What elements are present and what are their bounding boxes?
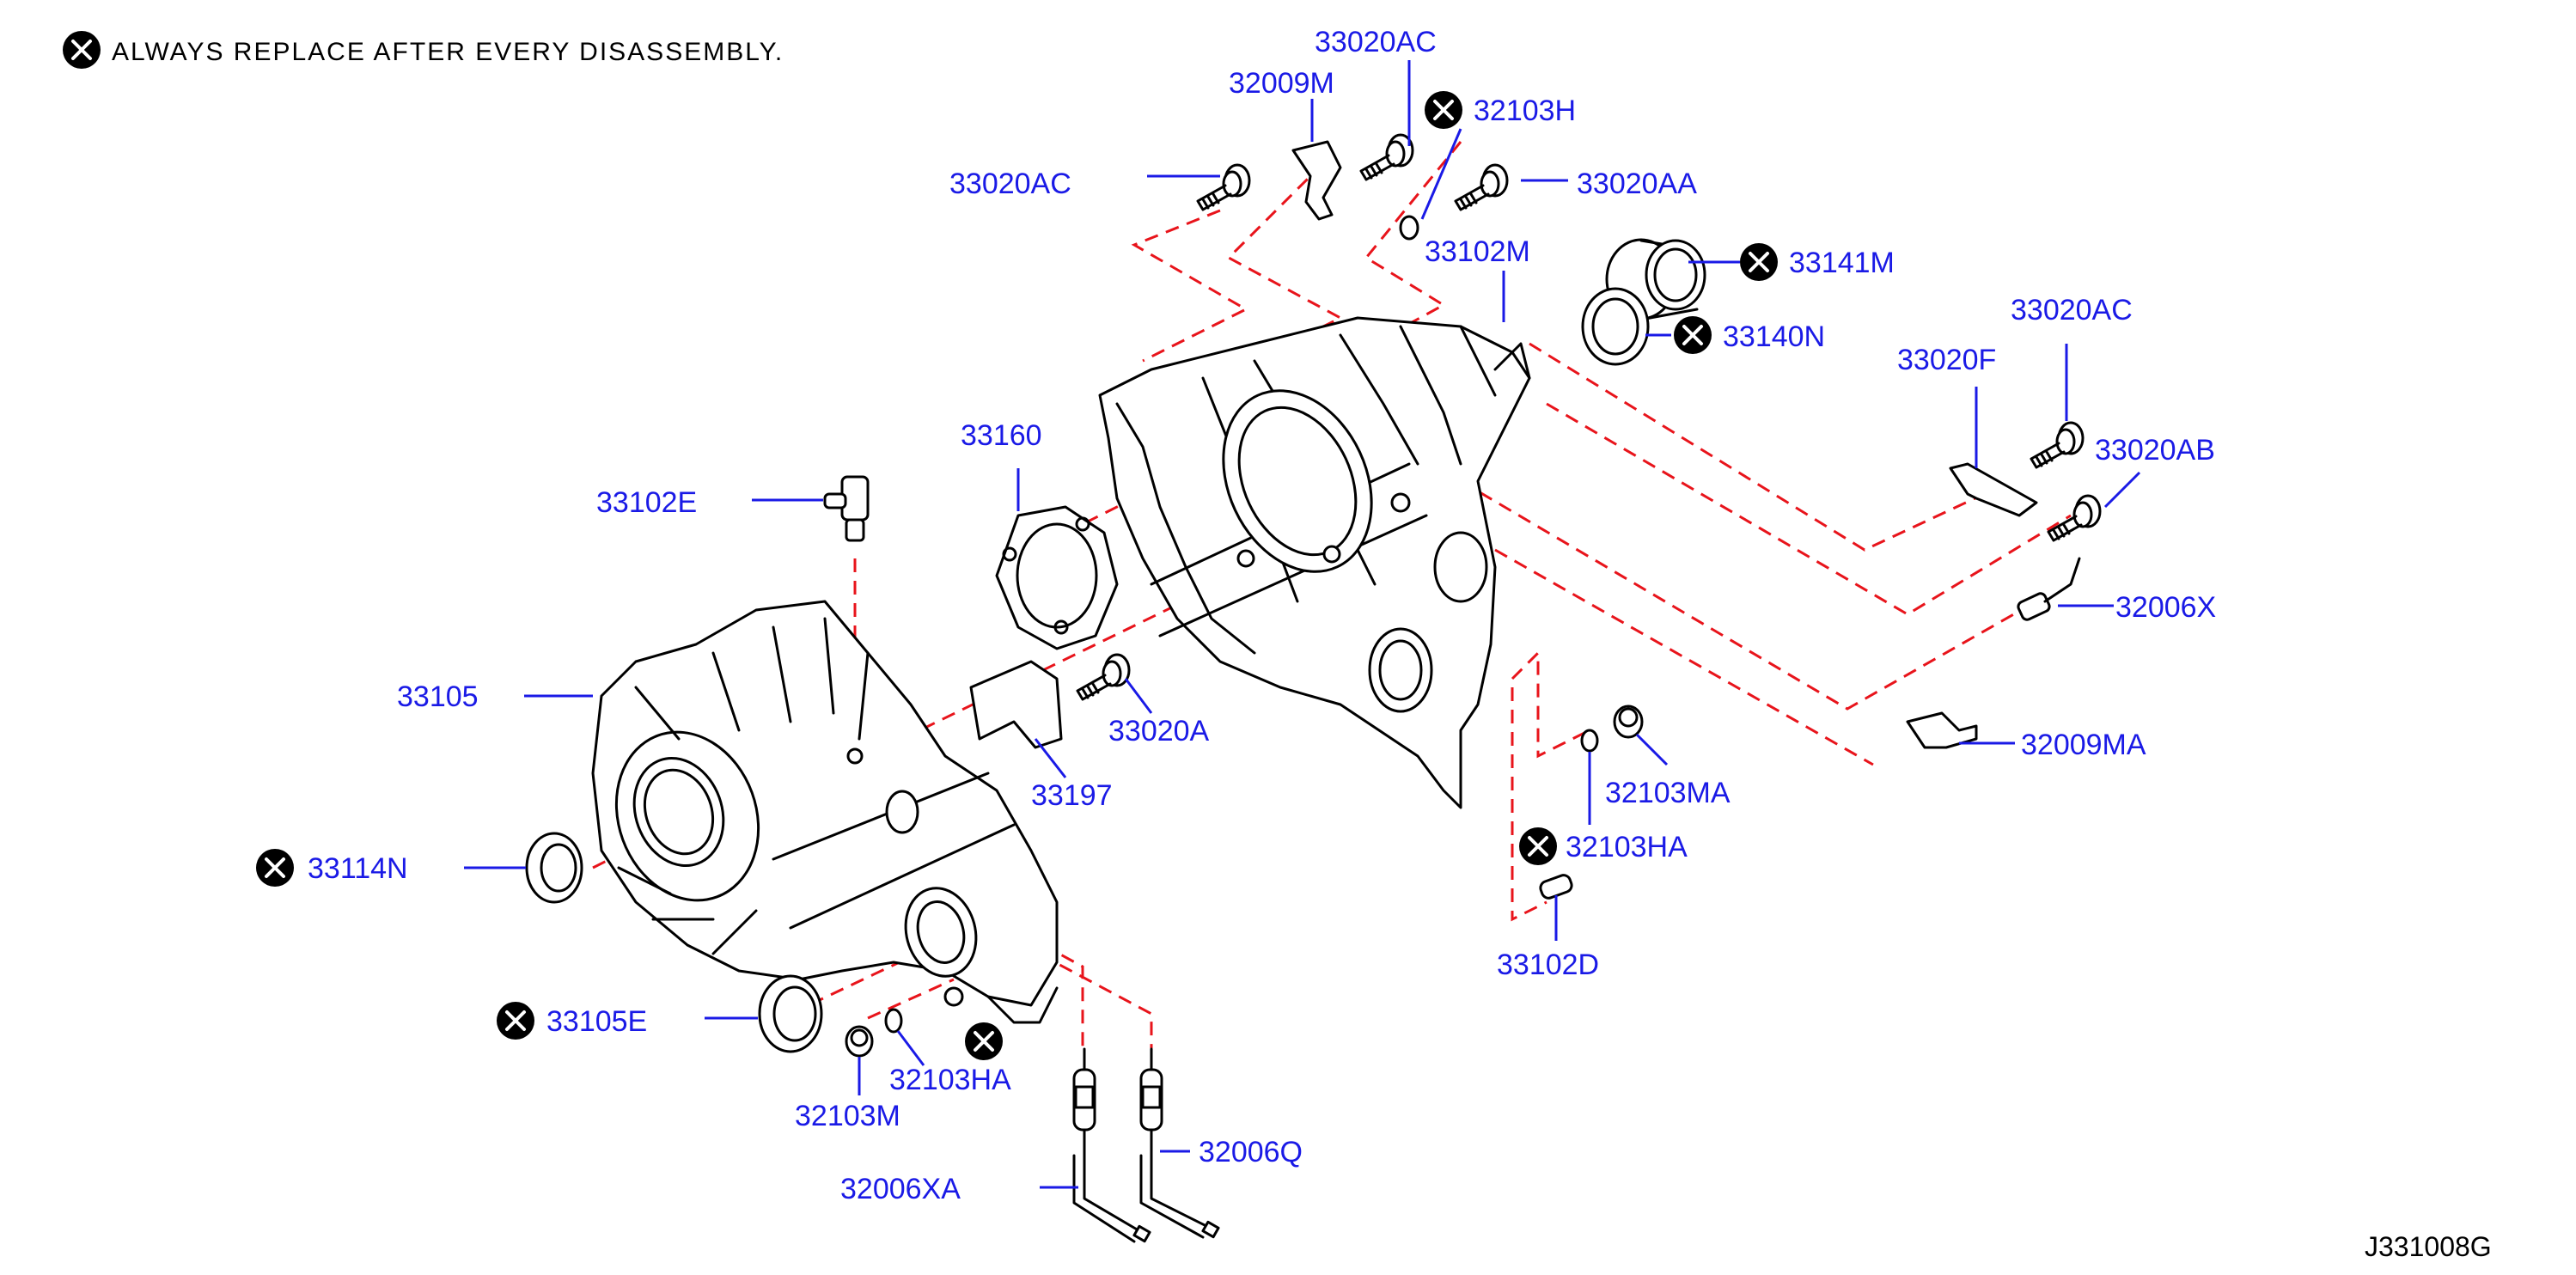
label-33197: 33197 [1031, 779, 1113, 812]
label-33020AB: 33020AB [2095, 434, 2215, 467]
label-33160: 33160 [961, 419, 1042, 452]
x-circle-icon [1672, 314, 1713, 356]
bolt-33020AC-left-icon [1196, 163, 1251, 211]
label-33020AC-left: 33020AC [949, 168, 1071, 200]
bolt-33020AB-icon [2047, 494, 2102, 542]
label-32006X: 32006X [2115, 591, 2216, 624]
label-33020F: 33020F [1897, 344, 1996, 376]
label-33102E: 33102E [596, 486, 697, 519]
gasket-33160-icon [995, 505, 1119, 650]
label-32006Q: 32006Q [1199, 1136, 1303, 1168]
part-labels: 33020AC 32009M 32103H 33020AC 33020AA 33… [308, 26, 2216, 1205]
label-33102D: 33102D [1497, 949, 1599, 981]
label-33102M: 33102M [1425, 235, 1530, 268]
label-33020AA: 33020AA [1577, 168, 1697, 200]
label-32103HA-right: 32103HA [1566, 831, 1688, 863]
x-circle-icon [963, 1021, 1004, 1062]
plug-32103MA-icon [1613, 705, 1644, 739]
x-circle-icon [495, 1000, 536, 1041]
label-32009M: 32009M [1229, 67, 1334, 100]
seal-33140N-icon [1581, 287, 1650, 366]
figure-id: J331008G [2365, 1231, 2492, 1262]
label-33105E: 33105E [546, 1005, 647, 1038]
bracket-33197-icon [969, 660, 1063, 749]
o-ring-32103HA-right-icon [1580, 729, 1599, 753]
sensor-32006X-icon [2017, 557, 2081, 621]
label-33141M: 33141M [1789, 247, 1895, 279]
bracket-32009M-icon [1291, 140, 1342, 221]
x-circle-icon [1738, 241, 1779, 283]
x-circle-icon [61, 29, 102, 70]
switch-33102E-icon [823, 475, 870, 542]
bolt-33020AC-top-icon [1359, 133, 1414, 181]
sensor-32006XA-icon [1072, 1047, 1151, 1243]
bolt-33020AA-icon [1454, 163, 1509, 211]
notice-text: ALWAYS REPLACE AFTER EVERY DISASSEMBLY. [112, 38, 784, 66]
small-parts [525, 133, 2102, 1243]
label-32006XA: 32006XA [840, 1173, 961, 1205]
leader-lines [464, 60, 2141, 1189]
label-33020AC-top: 33020AC [1315, 26, 1437, 58]
label-32103HA-bottom: 32103HA [889, 1064, 1011, 1096]
label-32103MA: 32103MA [1605, 777, 1731, 809]
x-circle-icon [1517, 826, 1559, 867]
label-32103H: 32103H [1474, 95, 1576, 127]
sensor-32006Q-icon [1139, 1047, 1220, 1239]
o-ring-32103H-icon [1399, 215, 1419, 241]
label-32103M: 32103M [795, 1100, 900, 1132]
bracket-33020F-icon [1949, 462, 2038, 517]
seal-33105E-icon [758, 974, 823, 1053]
front-housing [591, 600, 1059, 1024]
label-32009MA: 32009MA [2021, 729, 2146, 761]
label-33114N: 33114N [308, 852, 408, 885]
bolt-33020A-icon [1076, 653, 1131, 701]
notice: ALWAYS REPLACE AFTER EVERY DISASSEMBLY. [61, 29, 784, 70]
x-circle-icon [1423, 89, 1464, 131]
seal-33114N-icon [525, 832, 583, 904]
label-33140N: 33140N [1723, 320, 1825, 353]
bracket-32009MA-icon [1906, 711, 1978, 749]
label-33105: 33105 [397, 680, 479, 713]
pin-33102D-icon [1539, 874, 1573, 900]
label-33020A: 33020A [1108, 715, 1210, 747]
rear-housing [1098, 316, 1531, 809]
x-circle-icon [254, 847, 296, 888]
bolt-33020AC-right-icon [2030, 421, 2085, 469]
label-33020AC-right: 33020AC [2011, 294, 2133, 326]
o-ring-32103HA-bottom-icon [884, 1008, 903, 1034]
